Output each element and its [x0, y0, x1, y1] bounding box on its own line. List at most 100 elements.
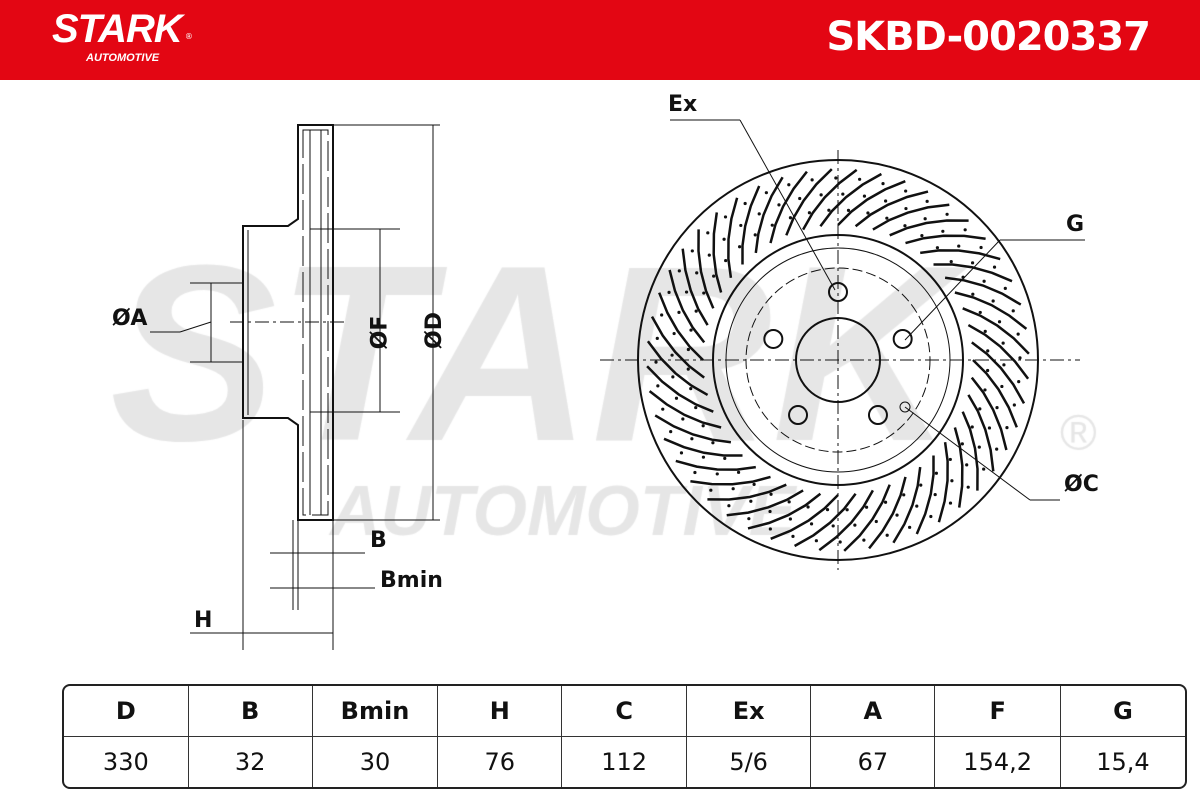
cooling-slot [967, 394, 995, 472]
drilled-hole [915, 504, 919, 508]
value-bmin: 30 [313, 737, 439, 787]
cooling-slot [785, 168, 833, 236]
drilled-hole [810, 178, 814, 182]
drilled-hole [757, 212, 761, 216]
drilled-hole [701, 455, 706, 459]
side-profile [150, 124, 440, 650]
drilled-hole [671, 375, 675, 379]
column-header-d: D [64, 686, 189, 737]
cooling-slot [681, 248, 709, 326]
drilled-hole [667, 290, 671, 294]
cooling-slot [944, 276, 1022, 306]
cooling-slot [905, 234, 986, 245]
drilled-hole [1012, 403, 1016, 407]
drilled-hole [787, 183, 791, 187]
drilled-hole [702, 291, 706, 295]
cooling-slot [854, 190, 929, 228]
drilled-hole [788, 216, 793, 220]
drilled-hole [934, 471, 938, 475]
drilled-hole [965, 463, 969, 467]
value-d: 330 [64, 737, 189, 787]
drilled-hole [655, 336, 659, 340]
drilled-hole [672, 331, 676, 336]
drilled-hole [982, 467, 986, 471]
drilled-hole [895, 513, 899, 517]
drilled-hole [819, 193, 823, 197]
drilled-hole [971, 292, 975, 296]
drilled-hole [752, 482, 756, 486]
drilled-hole [715, 472, 719, 476]
drilled-hole [1001, 341, 1005, 345]
drilled-hole [1016, 332, 1020, 336]
cooling-slot [675, 459, 756, 471]
drilled-hole [885, 216, 889, 220]
drilled-hole [970, 425, 974, 429]
column-header-bmin: Bmin [312, 686, 439, 737]
cooling-slot [663, 437, 743, 457]
drilled-hole [1005, 426, 1009, 430]
drilled-hole [689, 386, 693, 391]
drilled-hole [768, 527, 772, 531]
drilled-hole [723, 215, 728, 219]
column-header-b: B [188, 686, 313, 737]
drilled-hole [983, 329, 987, 334]
drilled-hole [711, 441, 715, 445]
cooling-slot [837, 180, 906, 226]
drilled-hole [925, 199, 929, 203]
drilled-hole [862, 194, 867, 198]
drilled-hole [731, 487, 735, 491]
cooling-slot [933, 263, 1013, 283]
drilled-hole [1018, 356, 1022, 360]
drilled-hole [743, 201, 747, 206]
drilled-hole [738, 245, 742, 249]
column-header-h: H [438, 686, 563, 737]
drilled-hole [935, 246, 940, 250]
cooling-slot [972, 359, 1018, 428]
drilled-hole [695, 271, 699, 275]
bolt-hole-detail [899, 401, 911, 413]
drilled-hole [978, 310, 982, 315]
drilled-hole [995, 447, 999, 451]
value-h: 76 [438, 737, 563, 787]
drilled-hole [827, 208, 831, 212]
drilled-hole [707, 253, 711, 257]
drilled-hole [747, 517, 751, 521]
bolt-hole [788, 405, 809, 426]
drilled-hole [881, 182, 885, 186]
drilled-hole [902, 493, 906, 497]
cooling-slot [802, 168, 858, 231]
drilled-hole [960, 442, 964, 446]
drilled-hole [987, 426, 992, 430]
drilled-hole [814, 539, 818, 543]
column-header-f: F [935, 686, 1061, 737]
drilled-hole [679, 451, 684, 455]
cooling-slot [727, 197, 739, 278]
drilled-hole [661, 407, 665, 411]
column-header-g: G [1060, 686, 1185, 737]
drilled-hole [660, 313, 664, 317]
drilled-hole [768, 509, 772, 514]
drilled-hole [903, 224, 907, 228]
cooling-slot [690, 475, 771, 486]
drilled-hole [736, 470, 741, 474]
drilled-hole [846, 208, 851, 212]
logo-row: STARK ® [52, 6, 193, 52]
drilled-hole [884, 199, 888, 203]
drilled-hole [722, 237, 726, 241]
drilled-hole [1000, 384, 1004, 389]
watermark-image [0, 0, 1200, 680]
cooling-slot [868, 476, 907, 550]
cooling-slot [970, 376, 1008, 451]
drilled-hole [950, 479, 954, 483]
cooling-slot [741, 185, 761, 265]
drilled-hole [787, 500, 791, 504]
bolt-hole [867, 405, 888, 426]
drilled-hole [770, 223, 774, 227]
drilled-hole [764, 191, 768, 195]
cooling-slot [754, 176, 784, 254]
drilled-hole [992, 265, 997, 269]
drilled-hole [945, 212, 949, 216]
drilled-hole [656, 384, 660, 388]
cooling-slot [872, 203, 950, 231]
drilled-hole [727, 504, 731, 508]
